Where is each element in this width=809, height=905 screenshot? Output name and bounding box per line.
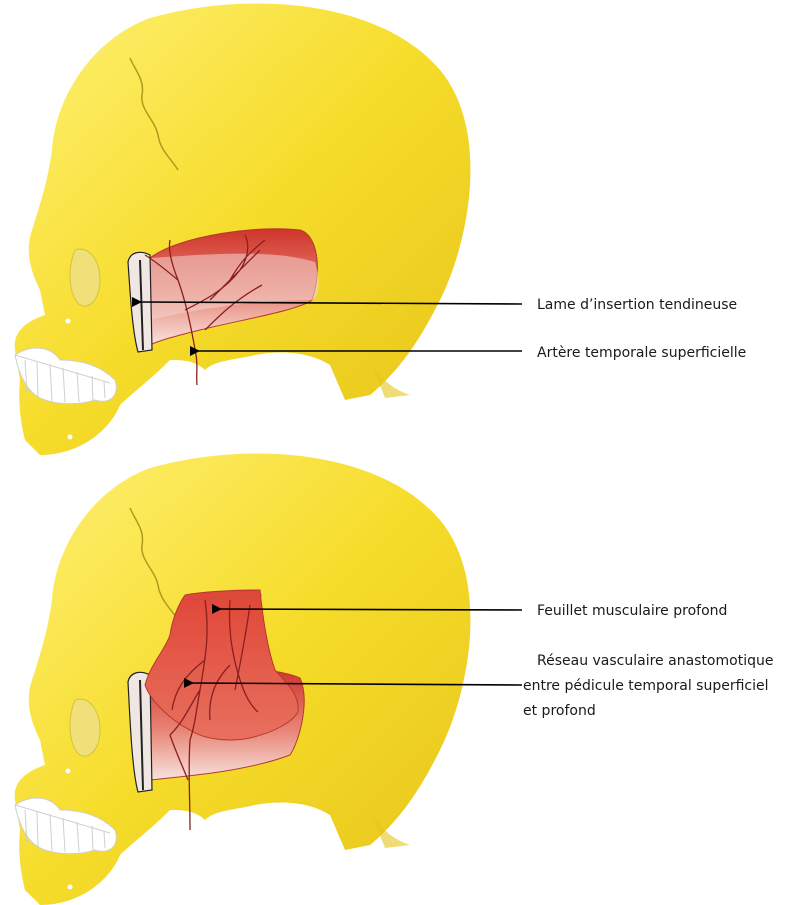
- condyle-bottom: [172, 811, 196, 825]
- top-skull-figure: [15, 3, 471, 455]
- arrow-feuillet: [220, 609, 522, 610]
- label-reseau-line1: Réseau vasculaire anastomotique: [537, 653, 773, 669]
- label-lame-insertion: Lame d’insertion tendineuse: [537, 297, 737, 313]
- label-artere-temporale: Artère temporale superficielle: [537, 345, 746, 361]
- label-reseau-line3: et profond: [523, 703, 596, 719]
- bottom-skull-figure: [15, 453, 471, 905]
- condyle-top: [172, 361, 196, 375]
- label-reseau-line2: entre pédicule temporal superficiel: [523, 678, 769, 694]
- label-feuillet-musculaire: Feuillet musculaire profond: [537, 603, 727, 619]
